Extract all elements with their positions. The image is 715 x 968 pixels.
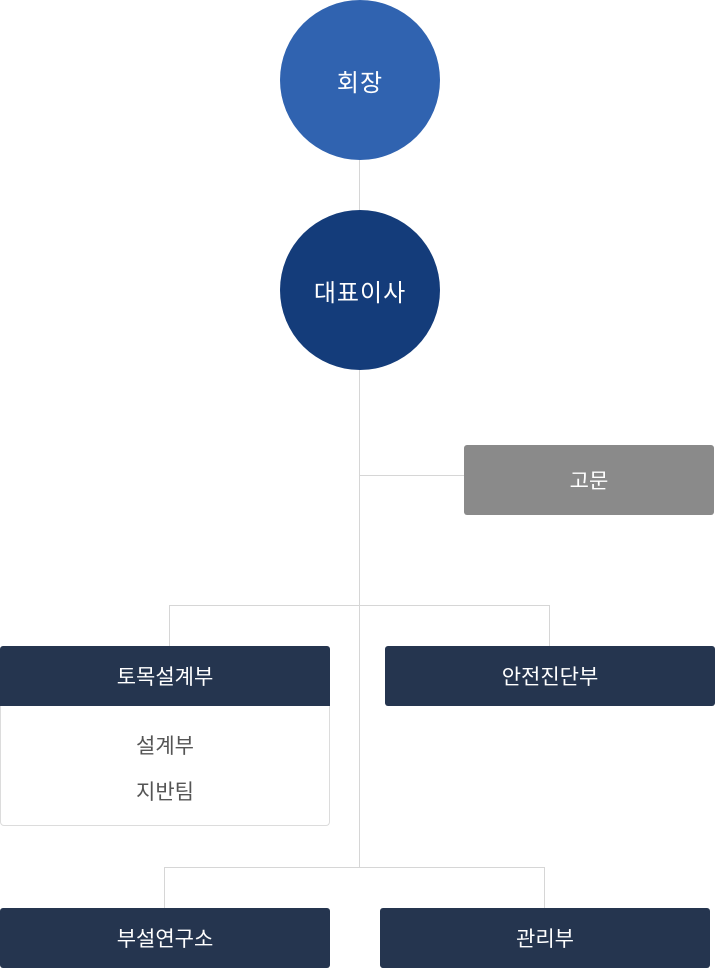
team-item-geotech: 지반팀 [136,780,194,804]
advisor-node: 고문 [464,445,714,515]
research-lab-node: 부설연구소 [0,908,330,968]
administration-label: 관리부 [516,927,574,951]
safety-diagnosis-label: 안전진단부 [501,665,599,689]
chairman-node: 회장 [280,0,440,160]
advisor-label: 고문 [569,469,609,493]
ceo-label: 대표이사 [313,278,407,307]
civil-design-team-list: 설계부 지반팀 [0,706,330,826]
civil-design-label: 토목설계부 [116,665,214,689]
team-item-design: 설계부 [136,734,194,758]
connector-row1-horizontal [169,605,550,606]
connector-safety-drop [549,605,550,646]
connector-row2-horizontal [164,867,545,868]
ceo-node: 대표이사 [280,210,440,370]
connector-admin-drop [544,867,545,908]
chairman-label: 회장 [336,68,384,97]
connector-main-trunk [359,370,360,867]
connector-civil-drop [169,605,170,646]
connector-chairman-ceo [359,160,360,210]
connector-advisor [359,475,464,476]
safety-diagnosis-node: 안전진단부 [385,646,715,706]
connector-lab-drop [164,867,165,908]
civil-design-node: 토목설계부 [0,646,330,706]
administration-node: 관리부 [380,908,710,968]
research-lab-label: 부설연구소 [116,927,214,951]
